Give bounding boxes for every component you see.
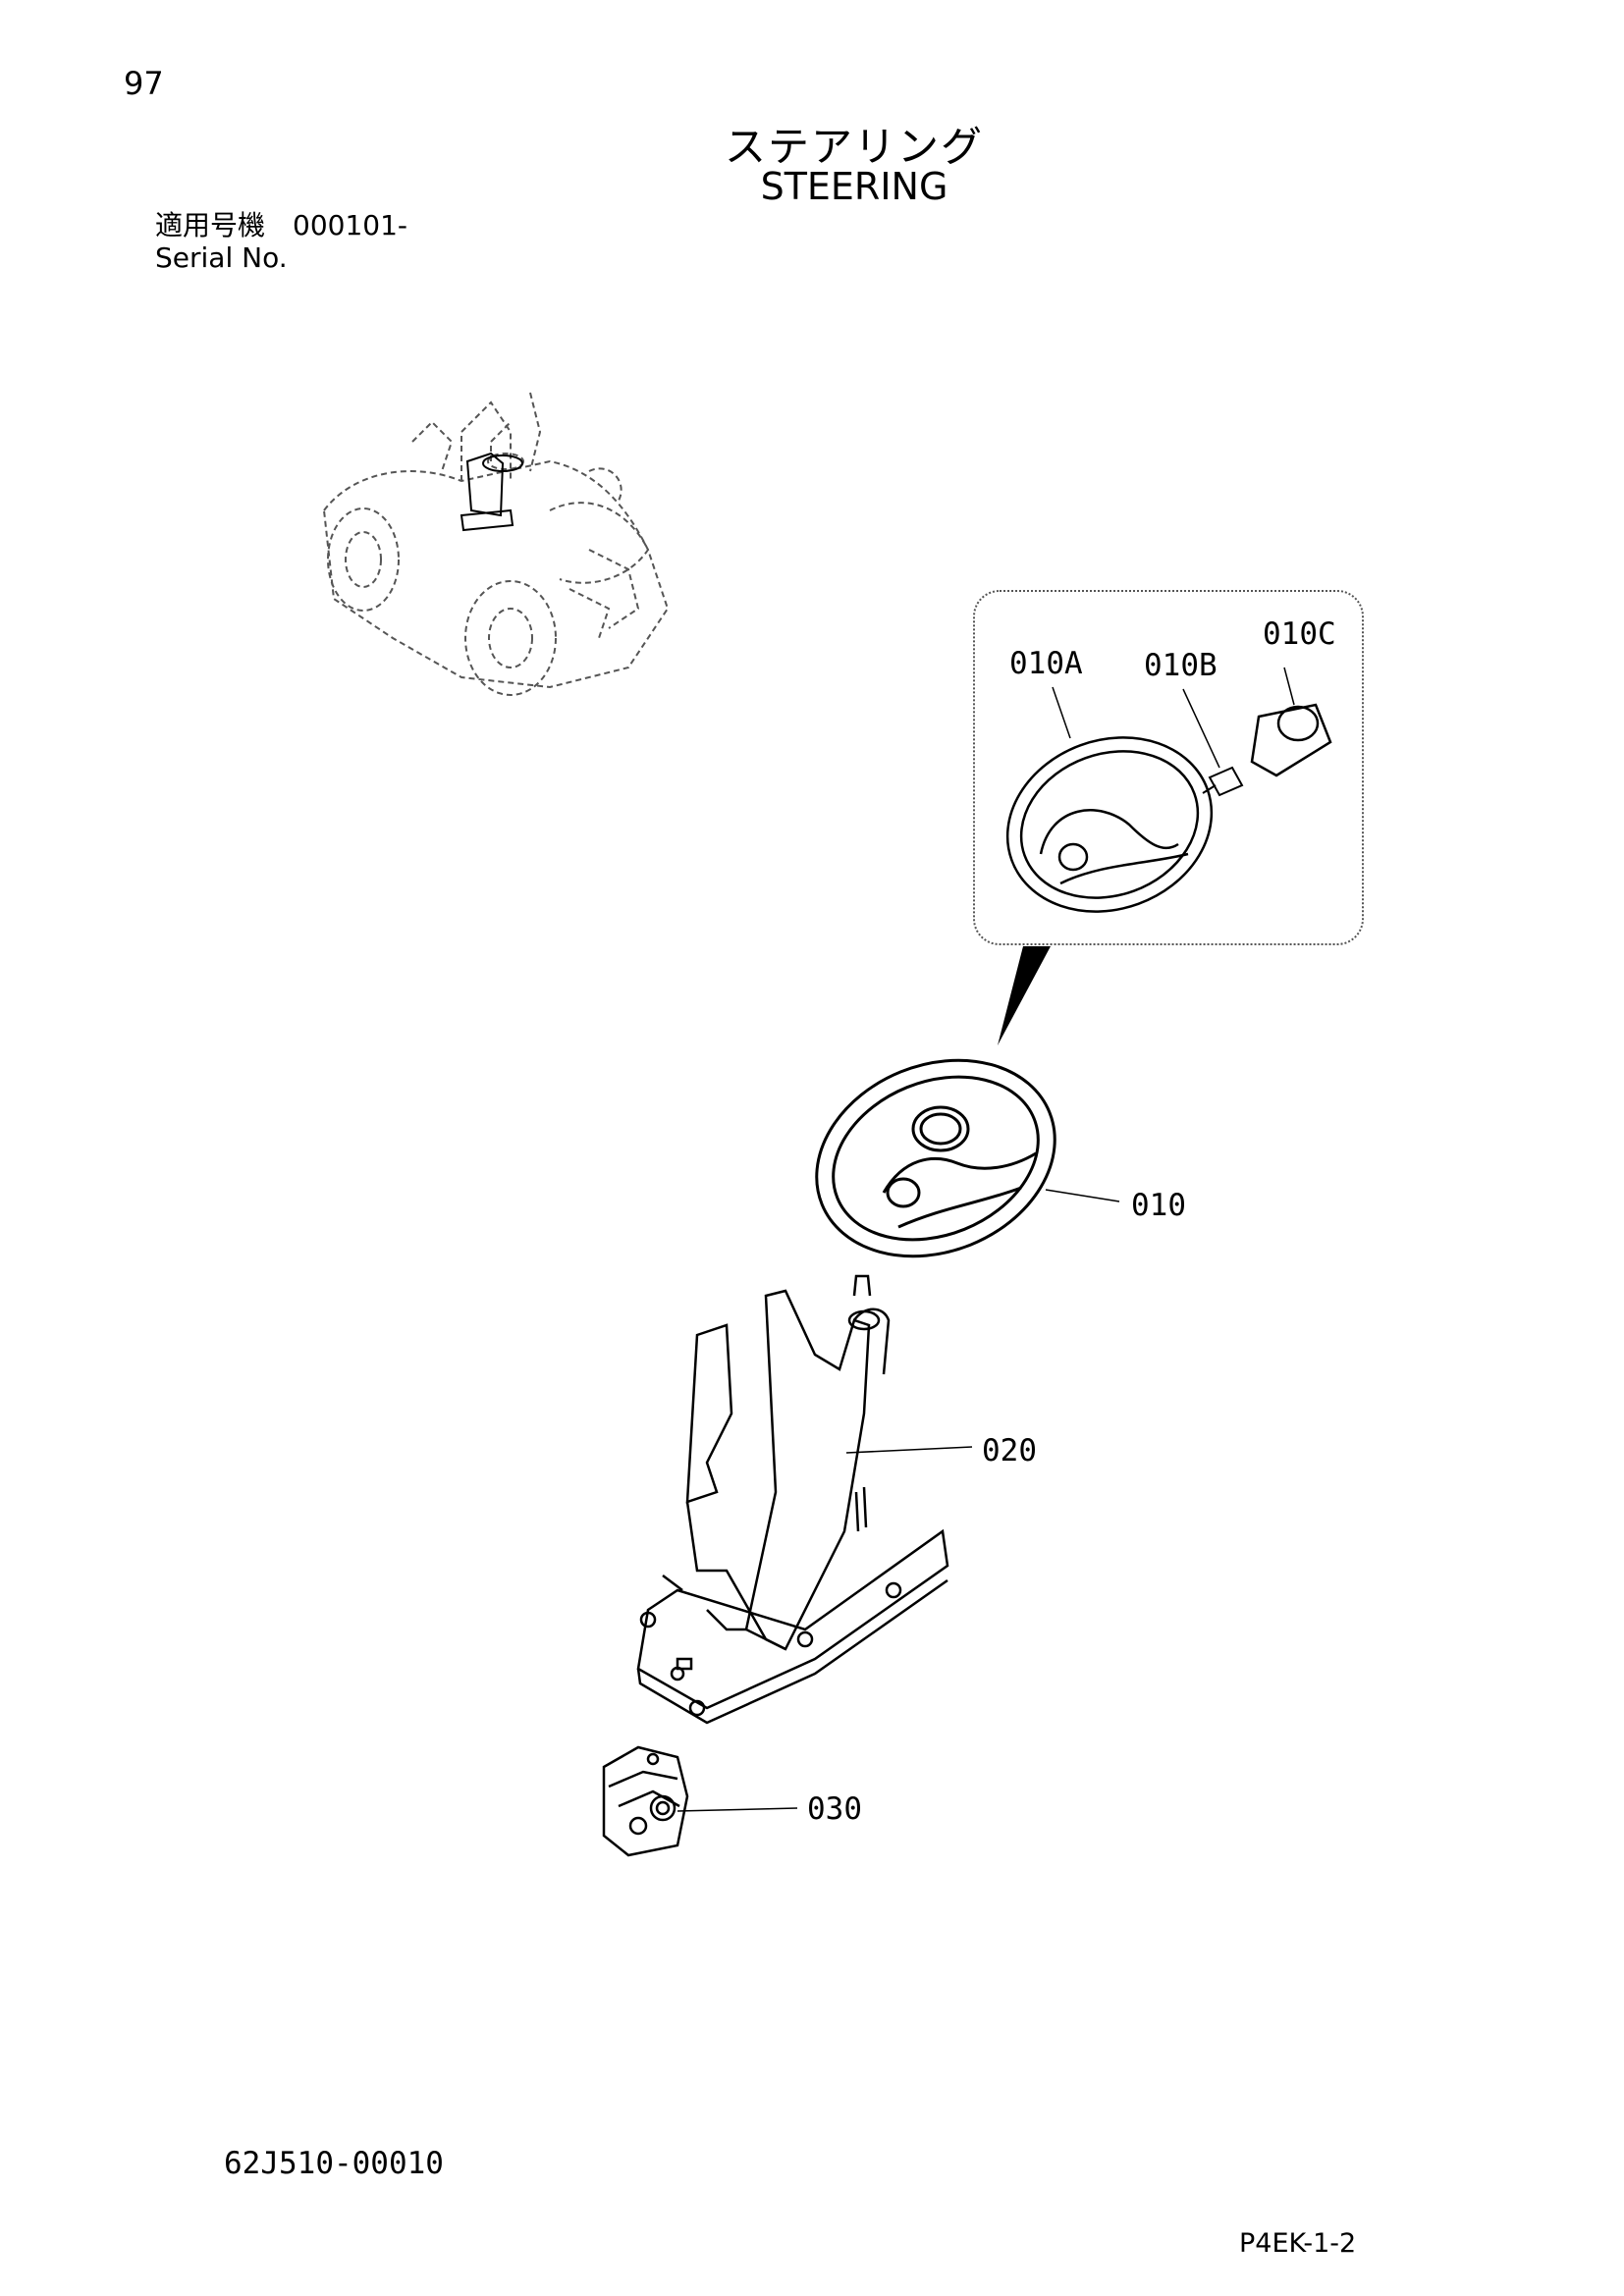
steering-valve: [602, 1745, 689, 1857]
inset-plate: [1202, 766, 1244, 797]
serial-label-japanese: 適用号機 000101-: [155, 209, 407, 241]
leader-030: [677, 1807, 798, 1812]
serial-label-english: Serial No.: [155, 241, 288, 274]
inset-wheel: [1005, 736, 1214, 913]
steering-column: [636, 1274, 949, 1725]
callout-010: 010: [1131, 1188, 1186, 1223]
detail-inset-frame: [973, 590, 1364, 945]
inset-leaders: [1052, 667, 1295, 769]
vehicle-locator-illustration: [322, 392, 670, 696]
steering-wheel: [815, 1058, 1056, 1258]
leader-020: [845, 1446, 973, 1454]
callout-030: 030: [807, 1791, 862, 1827]
callout-010A: 010A: [1009, 646, 1083, 681]
locator-column-highlight: [460, 452, 523, 532]
inset-pointer: [998, 946, 1051, 1045]
callout-020: 020: [982, 1433, 1037, 1468]
title-english: STEERING: [760, 165, 948, 208]
page-number: 97: [124, 65, 164, 102]
inset-cap: [1250, 703, 1332, 777]
drawing-number: 62J510-00010: [224, 2146, 444, 2181]
title-japanese: ステアリング: [724, 123, 984, 171]
leader-010: [1045, 1189, 1120, 1202]
page-code: P4EK-1-2: [1239, 2228, 1357, 2259]
callout-010C: 010C: [1263, 616, 1336, 652]
callout-010B: 010B: [1144, 648, 1218, 683]
